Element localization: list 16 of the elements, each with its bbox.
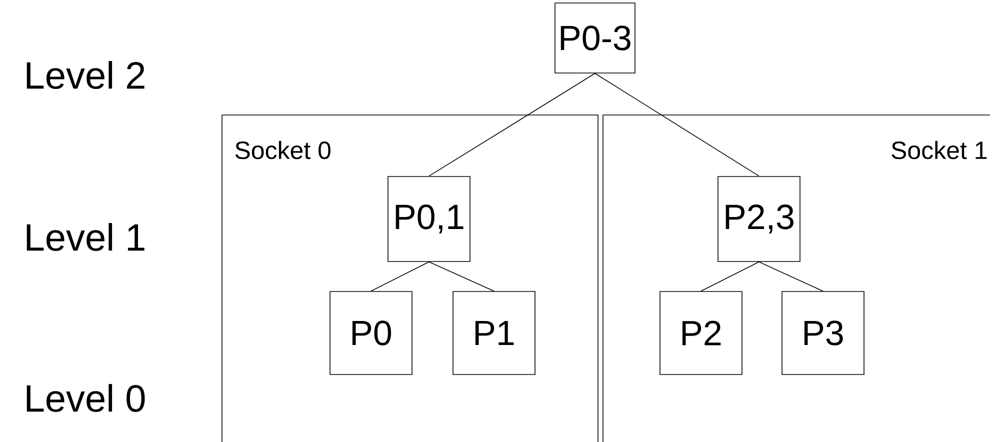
process-box: P0-3 — [554, 2, 636, 74]
connector-line — [428, 73, 596, 176]
process-box: P0,1 — [388, 176, 470, 262]
process-box: P1 — [452, 291, 536, 375]
connector-line — [758, 262, 824, 292]
process-box: P2 — [660, 291, 742, 375]
process-box: P0 — [330, 291, 412, 375]
process-box: P2,3 — [718, 176, 800, 262]
level-label: Level 1 — [26, 223, 144, 251]
connector-line — [428, 262, 494, 292]
level-label: Level 2 — [26, 61, 144, 89]
connector-line — [370, 262, 430, 292]
connector-line — [700, 262, 760, 292]
connector-line — [594, 73, 760, 176]
process-box: P3 — [782, 291, 864, 375]
level-label: Level 0 — [26, 384, 145, 412]
